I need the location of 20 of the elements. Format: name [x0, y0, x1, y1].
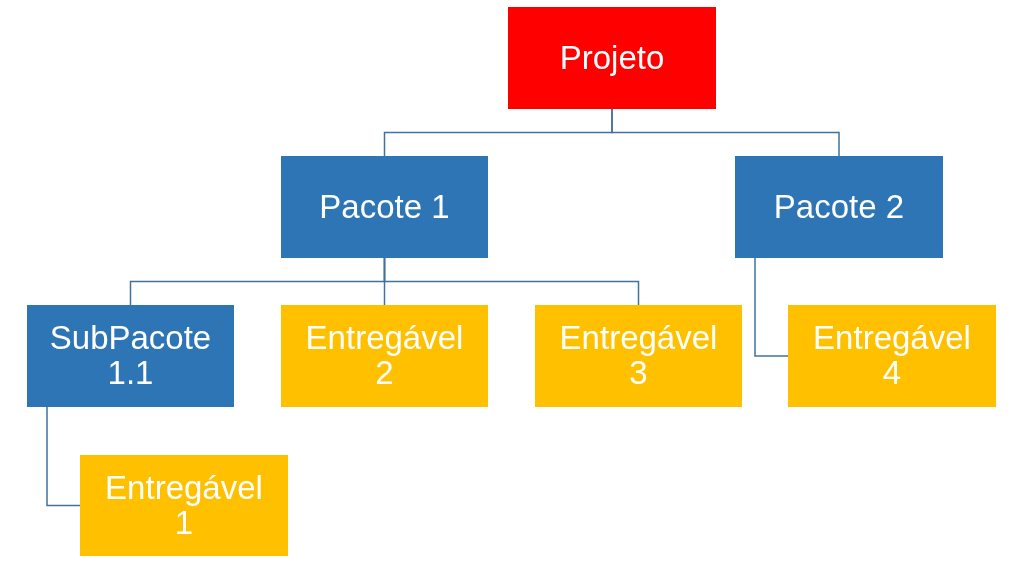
connector-line [754, 257, 789, 357]
node-label: Entregável 4 [812, 321, 972, 391]
project-box [508, 7, 716, 109]
deliverable-box [788, 305, 996, 407]
node-label: Entregável 2 [304, 321, 465, 391]
node-label: Entregável 1 [104, 470, 264, 541]
node-label: Projeto [559, 40, 665, 76]
connector-line [611, 108, 840, 157]
connector-line [46, 406, 81, 507]
package-box [27, 305, 234, 407]
deliverable-box [80, 455, 288, 556]
node-label: Pacote 1 [319, 189, 450, 225]
deliverable-box [281, 305, 488, 407]
connector-line [383, 257, 640, 306]
node-label: Pacote 2 [773, 189, 905, 225]
package-box [735, 156, 943, 258]
node-label: SubPacote 1.1 [48, 321, 213, 391]
deliverable-box [535, 305, 742, 407]
package-box [281, 156, 488, 258]
node-label: Entregável 3 [558, 321, 719, 391]
